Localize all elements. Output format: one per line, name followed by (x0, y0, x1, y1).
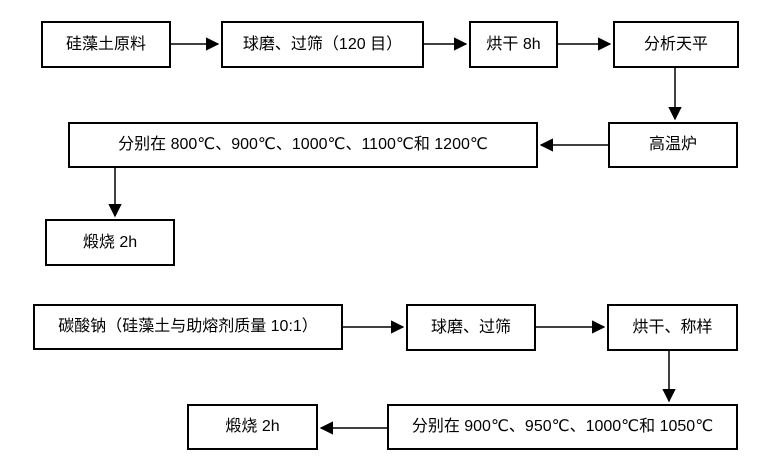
node-diatomite-raw: 硅藻土原料 (41, 21, 171, 68)
node-dry-8h: 烘干 8h (469, 21, 558, 68)
node-temps-800-1200: 分别在 800℃、900℃、1000℃、1100℃和 1200℃ (68, 122, 538, 168)
node-calcine-2h-top: 煅烧 2h (45, 219, 175, 266)
node-sodium-carbonate-10-1: 碳酸钠（硅藻土与助熔剂质量 10:1） (33, 304, 343, 350)
node-temps-900-1050: 分别在 900℃、950℃、1000℃和 1050℃ (387, 404, 738, 450)
node-calcine-2h-bottom: 煅烧 2h (187, 404, 318, 450)
node-ball-mill-sieve: 球磨、过筛 (406, 304, 536, 351)
node-analytical-balance: 分析天平 (613, 21, 739, 68)
node-ball-mill-sieve-120: 球磨、过筛（120 目） (221, 21, 424, 68)
node-dry-weigh: 烘干、称样 (607, 304, 738, 351)
node-high-temp-furnace: 高温炉 (608, 122, 738, 168)
